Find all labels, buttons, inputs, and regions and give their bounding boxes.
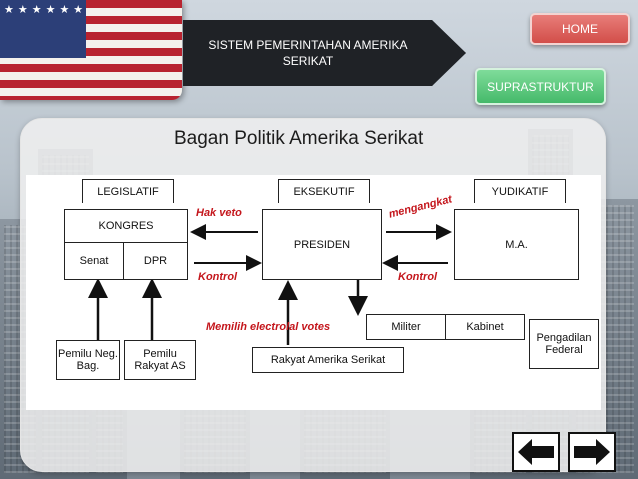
- presiden-box: PRESIDEN: [262, 209, 382, 280]
- kabinet-box: Kabinet: [445, 314, 525, 340]
- us-flag-image: ★★★★★★★★★★★★★★★★★★★★★★★★★★★★★★: [0, 0, 182, 100]
- dpr-box: DPR: [123, 242, 188, 280]
- slide-title: Bagan Politik Amerika Serikat: [174, 128, 424, 149]
- title-banner: SISTEM PEMERINTAHAN AMERIKA SERIKAT: [183, 20, 466, 86]
- pengadilan-federal-box: Pengadilan Federal: [529, 319, 599, 369]
- yudikatif-tab: YUDIKATIF: [474, 179, 566, 203]
- memilih-label: Memilih electrolal votes: [206, 321, 331, 333]
- eksekutif-tab: EKSEKUTIF: [278, 179, 370, 203]
- militer-box: Militer: [366, 314, 446, 340]
- hak-veto-label: Hak veto: [196, 207, 242, 219]
- flag-stars: ★★★★★★★★★★★★★★★★★★★★★★★★★★★★★★: [0, 0, 86, 58]
- prev-slide-button[interactable]: [512, 432, 560, 472]
- senat-box: Senat: [64, 242, 124, 280]
- rakyat-box: Rakyat Amerika Serikat: [252, 347, 404, 373]
- pemilu-rakyat-box: Pemilu Rakyat AS: [124, 340, 196, 380]
- home-button[interactable]: HOME: [530, 13, 630, 45]
- arrow-left-icon: [518, 439, 554, 465]
- diagram-arrows: [88, 224, 452, 345]
- politics-diagram: LEGISLATIF KONGRES Senat DPR EKSEKUTIF P…: [26, 175, 601, 410]
- legislatif-tab: LEGISLATIF: [82, 179, 174, 203]
- kongres-box: KONGRES: [64, 209, 188, 243]
- kontrol-left-label: Kontrol: [198, 271, 238, 283]
- suprastruktur-button[interactable]: SUPRASTRUKTUR: [475, 68, 606, 105]
- pemilu-negara-bagian-box: Pemilu Neg. Bag.: [56, 340, 120, 380]
- page-title: SISTEM PEMERINTAHAN AMERIKA SERIKAT: [208, 38, 408, 68]
- arrow-right-icon: [574, 439, 610, 465]
- kontrol-right-label: Kontrol: [398, 271, 438, 283]
- next-slide-button[interactable]: [568, 432, 616, 472]
- ma-box: M.A.: [454, 209, 579, 280]
